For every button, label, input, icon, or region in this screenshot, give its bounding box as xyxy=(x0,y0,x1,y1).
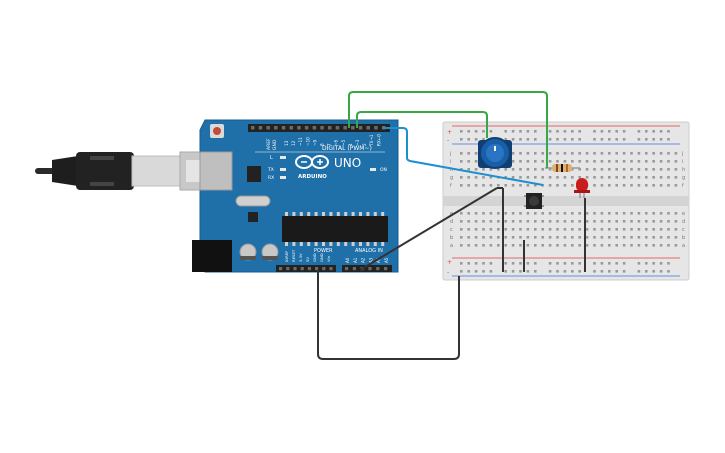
arduino-brand-label: ARDUINO xyxy=(298,174,327,180)
digital-pin-label: ~10 xyxy=(305,137,310,146)
analog-pin-label: A0 xyxy=(345,257,350,263)
red-led[interactable] xyxy=(574,178,590,198)
rail-plus-bottom: + xyxy=(447,259,452,266)
row-letter: j xyxy=(449,151,451,157)
row-letter: e xyxy=(450,211,453,217)
digital-label: DIGITAL (PWM~) xyxy=(322,145,372,152)
breadboard-holes xyxy=(460,130,678,273)
row-letter: j xyxy=(681,151,683,157)
rx-led xyxy=(280,176,286,179)
row-letter: c xyxy=(450,227,453,233)
on-led xyxy=(370,168,376,171)
analog-pin-label: A4 xyxy=(376,257,381,263)
tx-led xyxy=(280,168,286,171)
tx-label: TX xyxy=(267,167,274,173)
atmega-chip xyxy=(282,216,388,242)
uno-label: UNO xyxy=(334,156,361,170)
digital-pin-label: ~3 xyxy=(355,139,360,146)
black-wire-gnd[interactable] xyxy=(317,270,460,360)
row-letter: d xyxy=(682,219,685,225)
row-letter: a xyxy=(682,243,685,249)
power-pin-label: GND xyxy=(312,253,317,262)
digital-pin-label: 8 xyxy=(320,143,325,146)
gnd-label: GND xyxy=(272,139,278,150)
digital-pin-label: TX→1 xyxy=(369,134,374,147)
digital-pin-label: 4 xyxy=(348,143,353,146)
rx-label: RX xyxy=(268,175,274,181)
blue-wire[interactable] xyxy=(383,127,544,186)
power-pin-label: IOREF xyxy=(284,251,289,262)
power-pin-label: Vin xyxy=(326,255,331,262)
row-letter: b xyxy=(450,235,453,241)
digital-pin-label: 7 xyxy=(327,143,332,146)
power-pin-label: GND xyxy=(319,253,324,262)
resistor[interactable] xyxy=(545,164,580,172)
analog-header xyxy=(342,265,392,272)
analog-pin-label: A1 xyxy=(353,257,358,263)
row-letter: c xyxy=(682,227,685,233)
digital-pin-label: ~5 xyxy=(341,139,346,146)
digital-pin-label: ~11 xyxy=(298,137,303,146)
digital-header xyxy=(248,124,390,132)
potentiometer[interactable] xyxy=(478,137,512,169)
row-letter: f xyxy=(682,183,684,189)
row-letter: i xyxy=(450,159,451,165)
digital-pin-label: ~6 xyxy=(334,139,339,146)
analog-pin-label: A5 xyxy=(384,257,389,263)
rail-plus-top: + xyxy=(447,129,452,136)
power-header xyxy=(276,265,336,272)
usb-chip xyxy=(247,166,261,182)
power-pin-label: 3.3V xyxy=(298,253,303,262)
power-label: POWER xyxy=(314,248,333,254)
row-letter: a xyxy=(450,243,453,249)
analog-pin-label: A2 xyxy=(361,257,366,263)
digital-pin-holes xyxy=(251,126,386,130)
row-letter: h xyxy=(450,167,453,173)
digital-pin-label: 12 xyxy=(291,140,296,146)
digital-pin-label: 13 xyxy=(284,140,289,146)
row-letter: i xyxy=(682,159,683,165)
green-wire-1[interactable] xyxy=(348,91,548,168)
l-led xyxy=(280,156,286,159)
green-wire-2[interactable] xyxy=(356,111,488,138)
row-letter: e xyxy=(682,211,685,217)
digital-pin-label: RX←0 xyxy=(376,134,381,146)
row-letter: d xyxy=(450,219,453,225)
black-wire-analog[interactable] xyxy=(359,187,498,271)
power-jack xyxy=(192,240,232,272)
aref-label: AREF xyxy=(266,138,272,150)
row-letter: g xyxy=(450,175,453,181)
rail-minus-bottom: - xyxy=(447,269,449,276)
power-pin-label: RESET xyxy=(291,249,296,262)
row-letter: b xyxy=(682,235,685,241)
crystal-oscillator xyxy=(235,195,271,207)
power-pin-label: 5V xyxy=(305,257,310,262)
l-label: L xyxy=(270,155,273,161)
digital-pin-label: ~9 xyxy=(312,139,317,146)
row-letter: g xyxy=(682,175,685,181)
analog-pin-label: A3 xyxy=(368,257,373,263)
row-letter: h xyxy=(682,167,685,173)
pushbutton[interactable] xyxy=(524,193,544,209)
on-label: ON xyxy=(380,167,387,173)
arduino-logo-icon xyxy=(295,155,329,169)
digital-pin-label: 2 xyxy=(362,143,367,146)
analog-label: ANALOG IN xyxy=(355,248,383,254)
row-letter: f xyxy=(450,183,452,189)
rail-minus-top: - xyxy=(447,137,449,144)
